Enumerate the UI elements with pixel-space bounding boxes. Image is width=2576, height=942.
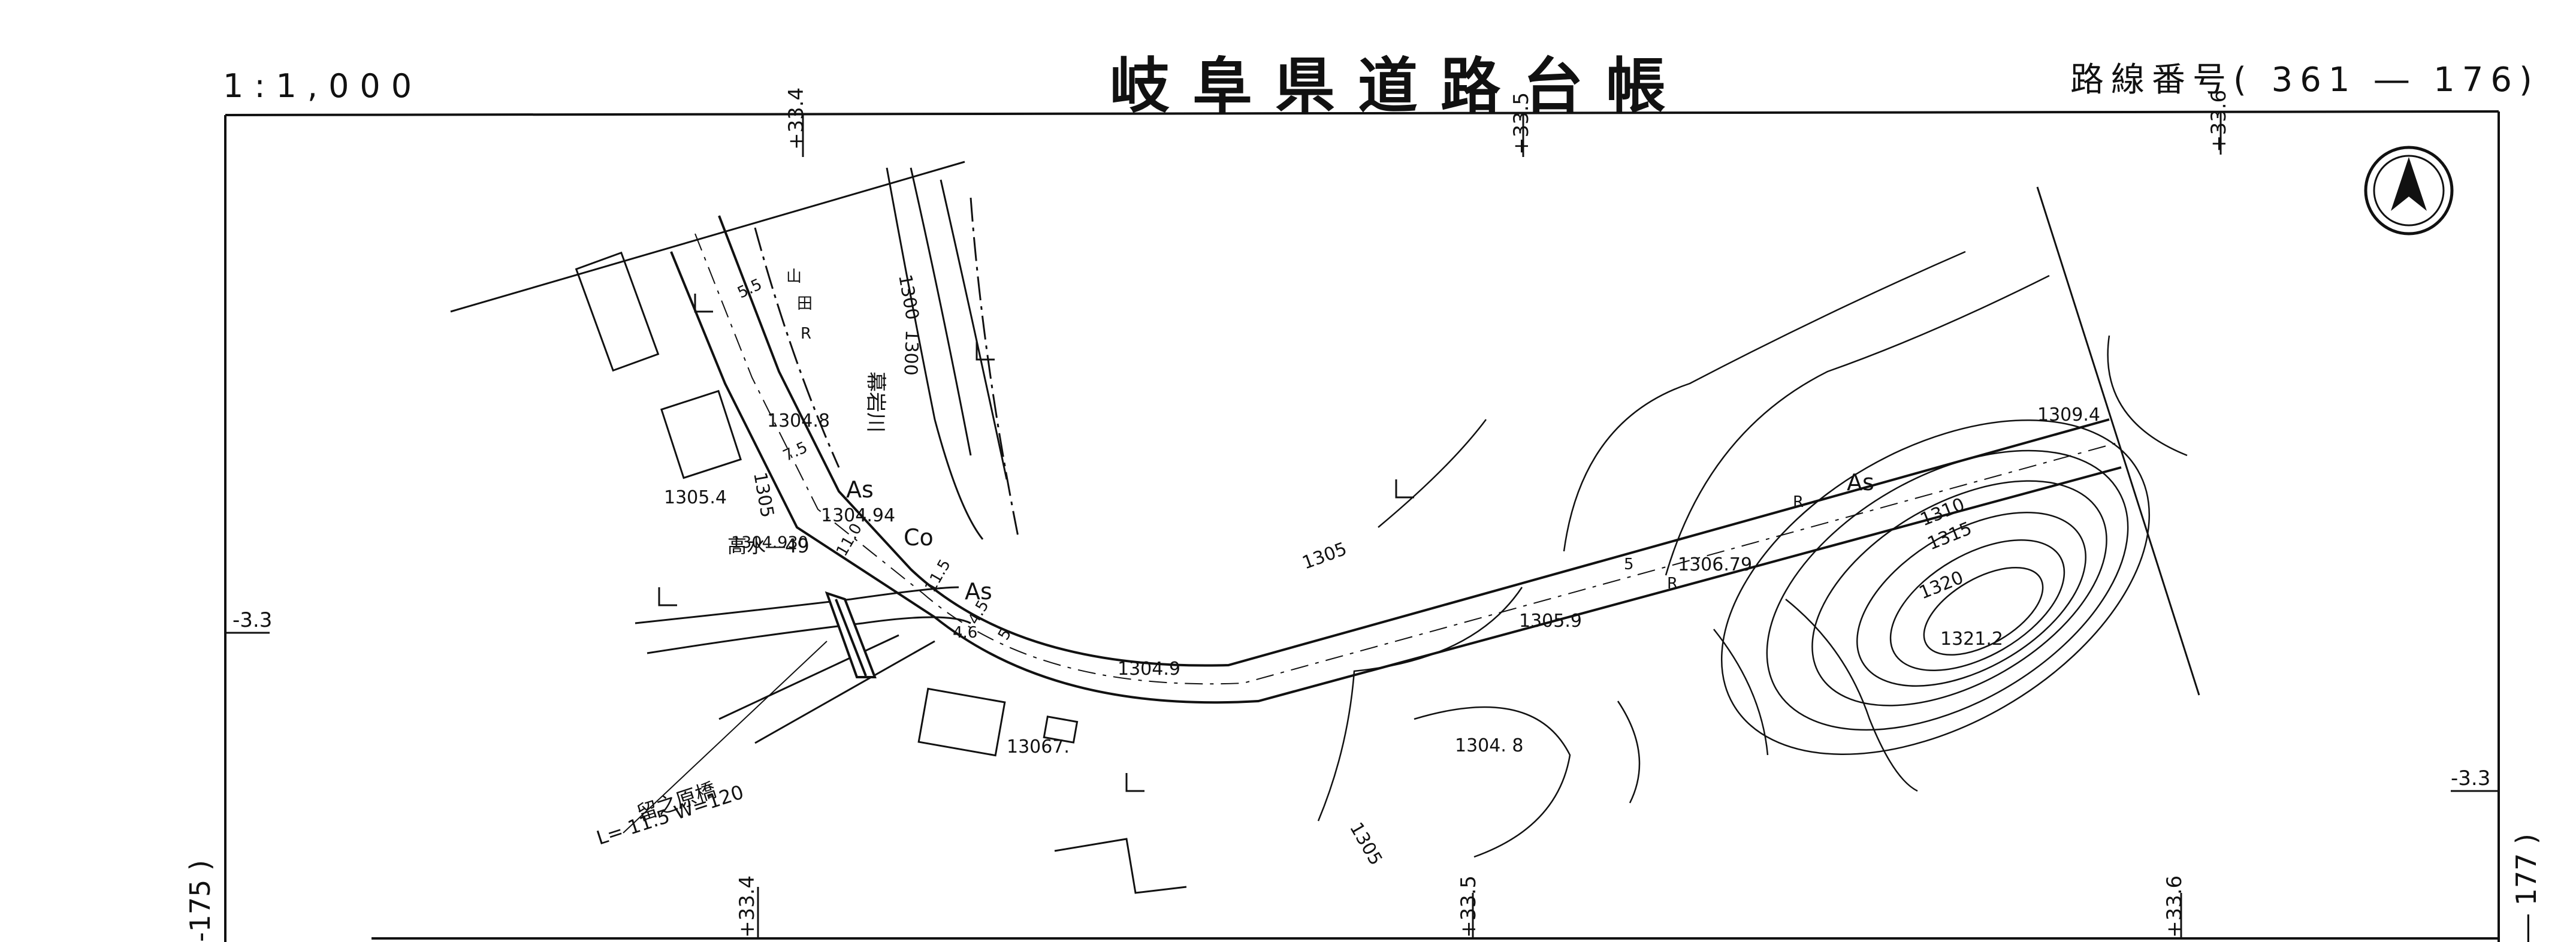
elevation-label: 1306.79	[1678, 554, 1752, 575]
contour-label: 1300	[899, 330, 922, 376]
surface-label: As	[965, 578, 992, 605]
elevation-label: 1309.4	[2037, 404, 2100, 425]
grid-label-left: -3.3	[232, 608, 272, 632]
parcel-lines	[450, 161, 2200, 894]
river	[635, 167, 1008, 744]
road-mark: 田	[797, 295, 813, 313]
grid-label-bottom-mid: +33.5	[1457, 875, 1481, 938]
north-arrow-icon	[2364, 146, 2454, 236]
elevation-label: 13067.	[1007, 736, 1070, 757]
elevation-label: 1305.9	[1519, 611, 1582, 632]
grid-ticks	[225, 113, 2499, 938]
prev-sheet-ref: -175 )	[184, 860, 216, 942]
elevation-label: 1304.9	[1118, 659, 1180, 680]
cliff-lines	[754, 197, 1020, 540]
road-mark: 5	[1624, 555, 1634, 573]
route-number: 路線番号( 361 ― 176)	[2070, 61, 2539, 99]
map-frame	[224, 110, 2500, 942]
grid-label-right: -3.3	[2451, 766, 2490, 790]
grid-label-top-mid: +33.5	[1509, 92, 1533, 155]
road-mark: 5	[995, 626, 1015, 643]
grid-label-bottom-left: +33.4	[735, 875, 759, 938]
surface-label: As	[846, 476, 874, 503]
surface-label: Co	[904, 524, 934, 551]
grid-label-top-left: +33.4	[784, 87, 808, 150]
contour-label: 1320	[1916, 567, 1967, 603]
grid-label-top-right: +33.6	[2207, 90, 2231, 152]
bridge	[825, 591, 877, 678]
elevation-label: 1304. 8	[1455, 735, 1524, 756]
elevation-label: 1304.930	[731, 533, 808, 552]
high-water-label: 高水―49	[727, 535, 810, 557]
elevation-label: 1305.4	[664, 487, 727, 508]
road-mark: 11.0	[833, 520, 866, 559]
road-mark: 11.5	[922, 556, 955, 595]
elevation-label: 1304.94	[821, 505, 895, 526]
contour-lines	[1317, 250, 2188, 858]
road-mark: 4.6	[953, 624, 977, 642]
road-mark: R	[1793, 493, 1804, 511]
contour-label: 1300	[894, 273, 923, 321]
grid-label-bottom-right: +33.6	[2163, 875, 2187, 938]
elevation-label: 1321.2	[1940, 629, 2003, 650]
road	[670, 215, 2122, 704]
elevation-label: 1304.8	[767, 410, 830, 431]
contour-label: 1305	[1300, 539, 1350, 574]
hill-contours	[1720, 419, 2151, 755]
road-mark: R	[801, 325, 811, 343]
land-use-symbols	[658, 294, 1414, 792]
bridge-leader-line	[623, 641, 828, 834]
road-mark: R	[1667, 575, 1678, 593]
surface-label: As	[1847, 469, 1874, 496]
road-mark: 山	[786, 268, 802, 286]
map-title: 岐阜県道路台帳	[1110, 51, 1689, 121]
contour-label: 1305	[1345, 819, 1386, 869]
next-sheet-ref: ― 177 )	[2510, 834, 2542, 942]
map-scale: 1:1,000	[223, 67, 423, 105]
road-mark: 5.5	[735, 276, 765, 303]
bridge-dims: L= 11.5 W=120	[594, 780, 747, 849]
river-name: 幕岩川	[863, 372, 887, 433]
